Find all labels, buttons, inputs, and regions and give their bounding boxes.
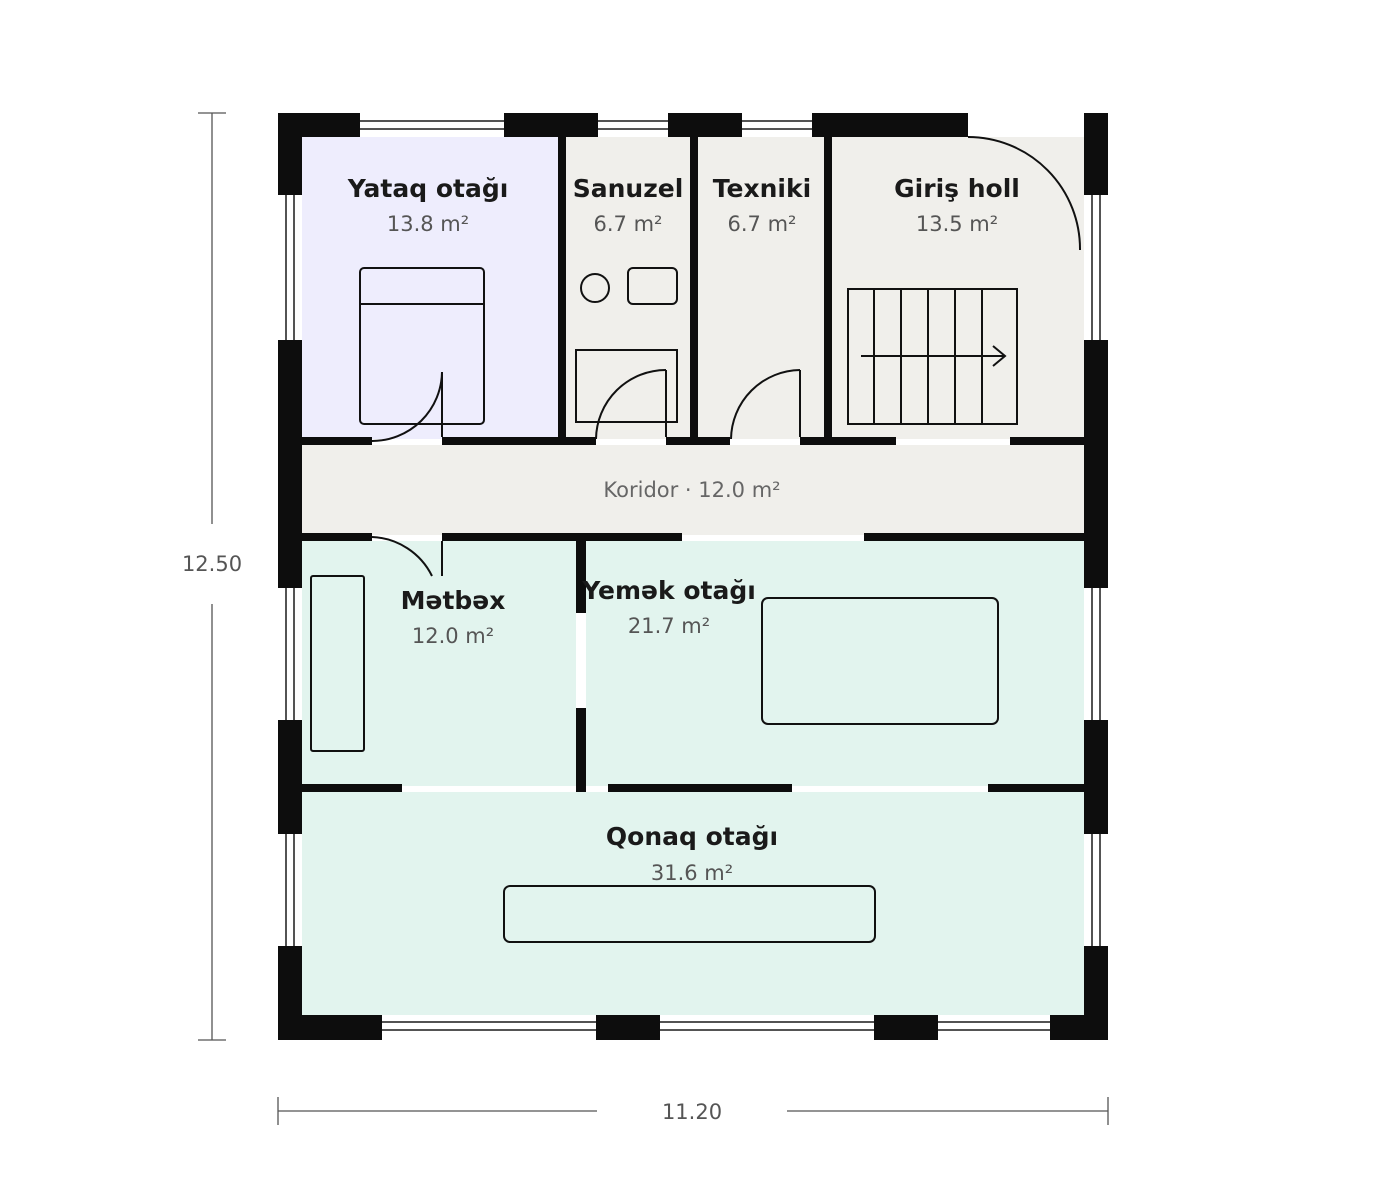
kitchen-floor — [302, 541, 576, 786]
shower-tray — [575, 349, 678, 423]
window-right-2 — [1091, 585, 1101, 723]
door-technical — [730, 369, 801, 440]
exterior-walls — [278, 113, 1108, 1040]
corridor-floor — [302, 445, 1084, 535]
living-area: 31.6 m² — [651, 861, 733, 885]
staircase — [847, 288, 1018, 425]
bedroom-floor — [302, 137, 560, 439]
sofa — [503, 885, 876, 943]
window-top-3 — [739, 120, 815, 130]
dining-floor — [586, 541, 1084, 786]
technical-floor — [698, 137, 826, 439]
corridor-label: Koridor · 12.0 m² — [603, 478, 780, 502]
bedroom-area: 13.8 m² — [387, 212, 469, 236]
kitchen-area: 12.0 m² — [412, 624, 494, 648]
window-right-1 — [1091, 193, 1101, 343]
bed — [359, 267, 485, 425]
washbasin — [580, 273, 610, 303]
technical-area: 6.7 m² — [728, 212, 797, 236]
bathroom-area: 6.7 m² — [594, 212, 663, 236]
window-left-2 — [285, 585, 295, 723]
window-top-2 — [595, 120, 671, 130]
window-bottom-2 — [657, 1021, 877, 1031]
width-dimension — [277, 1097, 1109, 1125]
window-bottom-3 — [935, 1021, 1053, 1031]
kitchen-name: Mətbəx — [401, 586, 506, 615]
width-dimension-label: 11.20 — [662, 1100, 722, 1124]
entrance-hall-area: 13.5 m² — [916, 212, 998, 236]
door-kitchen — [371, 536, 443, 577]
window-left-3 — [285, 831, 295, 949]
window-top-1 — [357, 120, 507, 130]
dining-name: Yemək otağı — [581, 576, 756, 605]
door-bedroom — [371, 371, 443, 442]
interior-walls — [302, 137, 1084, 792]
bedroom-name: Yataq otağı — [347, 174, 509, 203]
window-right-3 — [1091, 831, 1101, 949]
dining-area: 21.7 m² — [628, 614, 710, 638]
living-name: Qonaq otağı — [606, 822, 778, 851]
entrance-hall-name: Giriş holl — [894, 174, 1020, 203]
height-dimension-label: 12.50 — [182, 552, 242, 576]
door-bathroom — [595, 369, 667, 440]
toilet — [627, 267, 678, 305]
technical-name: Texniki — [713, 174, 811, 203]
height-dimension — [198, 112, 226, 1041]
living-floor — [302, 792, 1084, 1015]
door-entrance — [967, 136, 1082, 251]
bathroom-name: Sanuzel — [573, 174, 684, 203]
kitchen-counter — [310, 575, 365, 752]
dining-table — [761, 597, 999, 725]
window-bottom-1 — [379, 1021, 599, 1031]
window-left-1 — [285, 193, 295, 343]
